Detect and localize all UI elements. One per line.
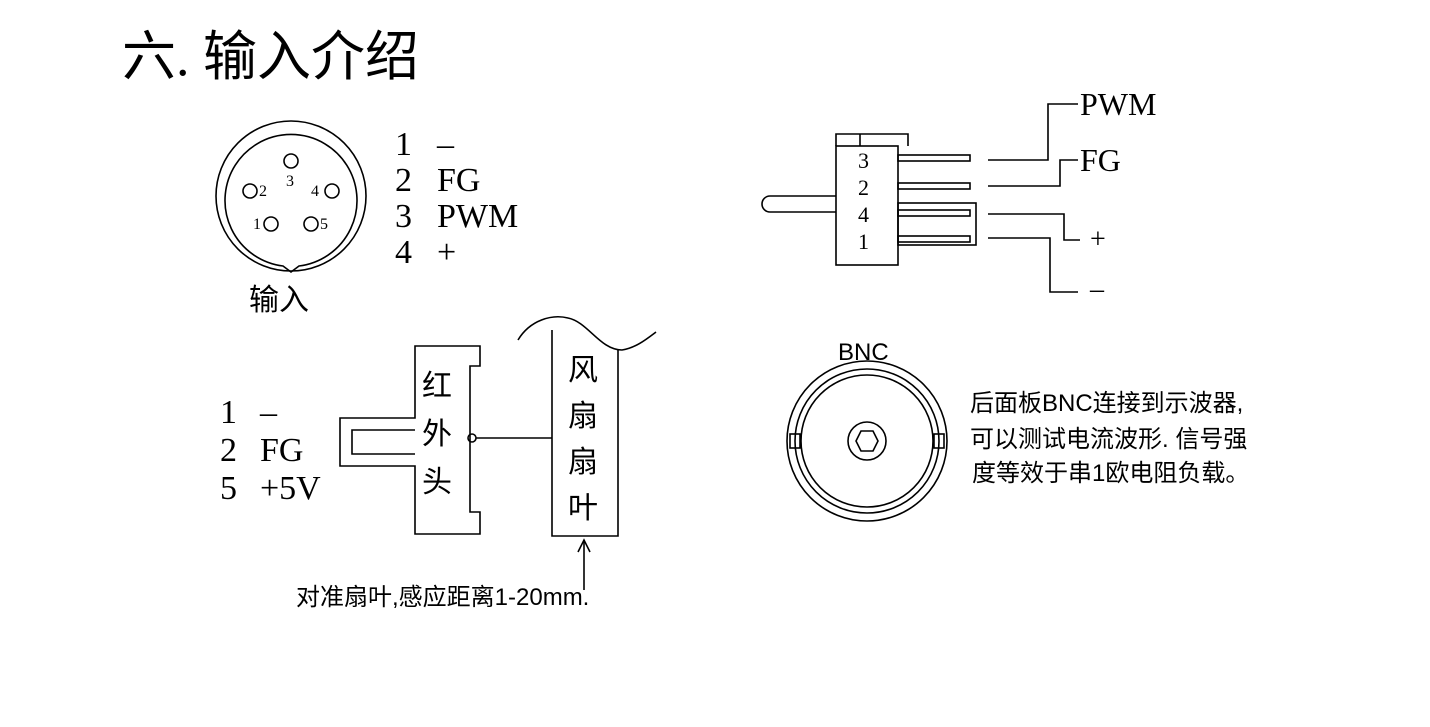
din-pin-4-label: 4 bbox=[311, 183, 319, 200]
din-pinout-sig: – bbox=[437, 126, 454, 163]
ir-pinout-sig: +5V bbox=[260, 470, 321, 507]
din-pinout-sig: FG bbox=[437, 162, 481, 199]
ir-pinout-sig: FG bbox=[260, 432, 304, 469]
page-title: 六. 输入介绍 bbox=[122, 27, 419, 87]
ir-head-label-char: 外 bbox=[422, 417, 452, 452]
fan-plug-position: 4 bbox=[858, 202, 869, 227]
ir-pinout-num: 5 bbox=[220, 470, 237, 507]
din-caption: 输入 bbox=[249, 283, 309, 318]
fan-plug-signal-plus: + bbox=[1090, 224, 1106, 255]
din-connector-drawing bbox=[215, 120, 367, 273]
bnc-connector-drawing bbox=[786, 360, 948, 522]
din-pinout-num: 1 bbox=[395, 126, 412, 163]
fan-blade-label-char: 扇 bbox=[568, 399, 598, 434]
fan-blade-drawing bbox=[517, 316, 657, 590]
fan-blade-label-char: 扇 bbox=[568, 445, 598, 480]
fan-plug-drawing bbox=[761, 103, 1080, 293]
bnc-description-line: 可以测试电流波形. 信号强 bbox=[970, 426, 1248, 453]
din-pin-2-label: 2 bbox=[259, 183, 267, 200]
bnc-description-line: 后面板BNC连接到示波器, bbox=[970, 390, 1244, 417]
ir-head-label-char: 红 bbox=[422, 369, 452, 404]
ir-pinout-sig: – bbox=[260, 394, 277, 431]
ir-sensor-drawing bbox=[339, 345, 552, 535]
din-pinout-num: 2 bbox=[395, 162, 412, 199]
bnc-description-line: 度等效于串1欧电阻负载。 bbox=[972, 460, 1250, 487]
din-pinout-sig: + bbox=[437, 234, 457, 271]
ir-pinout-num: 1 bbox=[220, 394, 237, 431]
bnc-label: BNC bbox=[838, 339, 889, 366]
din-pinout-num: 4 bbox=[395, 234, 412, 271]
din-pin-3-label: 3 bbox=[286, 173, 294, 190]
din-pinout-num: 3 bbox=[395, 198, 412, 235]
fan-plug-signal-pwm: PWM bbox=[1080, 86, 1157, 122]
din-pin-5-label: 5 bbox=[320, 216, 328, 233]
fan-plug-signal-fg: FG bbox=[1080, 142, 1121, 178]
din-pinout-sig: PWM bbox=[437, 198, 519, 235]
ir-alignment-note: 对准扇叶,感应距离1-20mm. bbox=[296, 584, 590, 611]
fan-plug-position: 3 bbox=[858, 148, 869, 173]
ir-head-label-char: 头 bbox=[422, 465, 452, 500]
fan-plug-position: 1 bbox=[858, 229, 869, 254]
din-pin-1-label: 1 bbox=[253, 216, 261, 233]
fan-plug-position: 2 bbox=[858, 175, 869, 200]
fan-plug-signal-minus: – bbox=[1090, 274, 1104, 305]
fan-blade-label-char: 叶 bbox=[568, 491, 598, 526]
fan-blade-label-char: 风 bbox=[568, 353, 598, 388]
ir-pinout-num: 2 bbox=[220, 432, 237, 469]
